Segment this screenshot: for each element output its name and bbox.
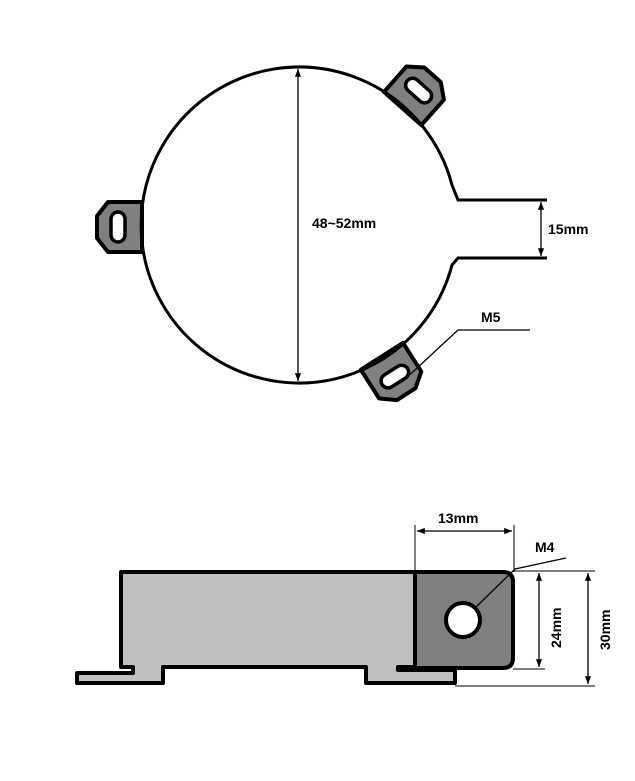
housing-body <box>75 570 457 685</box>
terminal-width-label: 13mm <box>438 510 478 526</box>
top-view: 48~52mm 15mm M5 <box>95 56 588 410</box>
mounting-tab-left <box>95 200 144 254</box>
m4-label: M4 <box>535 539 555 555</box>
m5-leader <box>401 329 530 383</box>
side-view: 13mm M4 24mm 30mm <box>75 510 613 687</box>
terminal-hole <box>444 601 482 639</box>
m5-label: M5 <box>481 309 501 325</box>
diameter-label: 48~52mm <box>312 215 376 231</box>
mounting-tab-top-right <box>381 56 454 128</box>
gap-label: 15mm <box>548 221 588 237</box>
m4-leader <box>475 557 567 608</box>
housing-outline <box>139 65 547 385</box>
total-height-label: 30mm <box>597 610 613 650</box>
terminal-height-label: 24mm <box>548 608 564 648</box>
